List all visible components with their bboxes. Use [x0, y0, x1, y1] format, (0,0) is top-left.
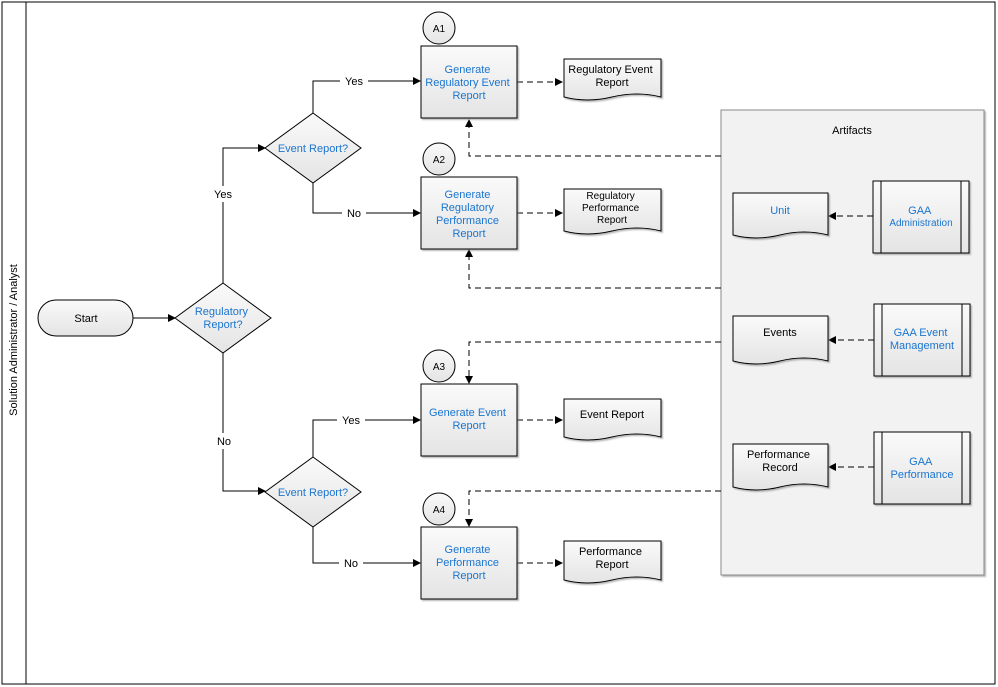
output-2-line-3: Report	[597, 215, 627, 226]
start-label: Start	[74, 313, 97, 325]
svg-text:A3: A3	[433, 362, 446, 373]
output-3-line-1: Event Report	[580, 409, 644, 421]
connector-bottom-no	[312, 527, 421, 567]
module-3-line-2: Performance	[891, 469, 954, 481]
step-a3-line-2: Report	[452, 420, 485, 432]
artifact-doc-3-line-2: Record	[762, 462, 797, 474]
module-gaa-performance[interactable]: GAA Performance	[873, 431, 971, 505]
connector-artifacts-to-a4	[465, 490, 721, 527]
svg-text:GAA Performance: GAA Performance	[891, 456, 954, 481]
step-a4-line-2: Performance	[436, 557, 499, 569]
decision-event-report-bottom[interactable]: Event Report?	[264, 456, 362, 528]
module-2-line-1: GAA Event	[894, 327, 948, 339]
step-a2-generate-regulatory-performance-report[interactable]: Generate Regulatory Performance Report	[420, 176, 518, 250]
svg-text:Regulatory Report?: Regulatory Report?	[195, 306, 251, 331]
step-a3-line-1: Generate Event	[429, 407, 506, 419]
output-performance-report[interactable]: Performance Report	[563, 540, 662, 584]
svg-text:Generate Regulatory Even: Generate Regulatory Event Report	[425, 64, 512, 102]
step-a2-line-1: Generate	[445, 189, 491, 201]
svg-text:Regulatory Performance: Regulatory Performance Report	[582, 191, 642, 226]
step-a4-generate-performance-report[interactable]: Generate Performance Report	[420, 526, 518, 600]
artifact-doc-1-line-1: Unit	[770, 205, 790, 217]
decision-regulatory-line-2: Report?	[203, 319, 242, 331]
edge-label-regulatory-yes: Yes	[214, 189, 232, 201]
connector-bottom-yes	[312, 416, 421, 457]
decision-event-bottom-label: Event Report?	[278, 487, 348, 499]
module-1-line-2: Administration	[889, 218, 952, 229]
connector-artifacts-to-a2	[465, 249, 721, 289]
swimlane-label: Solution Administrator / Analyst	[8, 264, 20, 416]
output-event-report[interactable]: Event Report	[563, 398, 662, 441]
svg-text:A1: A1	[433, 24, 446, 35]
edge-label-top-yes: Yes	[345, 76, 363, 88]
step-a1-generate-regulatory-event-report[interactable]: Generate Regulatory Event Report	[420, 45, 518, 119]
svg-text:GAA Administration: GAA Administration	[889, 205, 952, 229]
artifact-doc-3-line-1: Performance	[747, 449, 810, 461]
output-1-line-2: Report	[595, 77, 628, 89]
artifacts-title: Artifacts	[832, 125, 872, 137]
step-badge-a4: A4	[422, 492, 456, 526]
step-a4-line-3: Report	[452, 570, 485, 582]
artifact-performance-record-document[interactable]: Performance Record	[732, 443, 829, 491]
svg-text:Regulatory Event Report: Regulatory Event Report	[568, 64, 655, 89]
svg-text:A2: A2	[433, 155, 446, 166]
step-a2-line-4: Report	[452, 228, 485, 240]
output-2-line-2: Performance	[582, 203, 640, 214]
output-2-line-1: Regulatory	[586, 191, 634, 202]
artifact-events-document[interactable]: Events	[732, 315, 829, 365]
module-gaa-event-management[interactable]: GAA Event Management	[873, 303, 971, 377]
edge-label-bottom-no: No	[344, 558, 358, 570]
module-1-line-1: GAA	[908, 205, 932, 217]
step-badge-a3: A3	[422, 349, 456, 383]
svg-text:GAA Event Management: GAA Event Management	[890, 327, 954, 352]
svg-text:A4: A4	[433, 505, 446, 516]
step-badge-a1: A1	[422, 11, 456, 45]
svg-text:Generate Event Report: Generate Event Report	[429, 407, 509, 432]
svg-text:Generate Regulatory: Generate Regulatory Performance Report	[436, 189, 502, 240]
svg-text:Generate Performance: Generate Performance Report	[436, 544, 502, 582]
svg-text:Performance Record: Performance Record	[747, 449, 813, 474]
module-2-line-2: Management	[890, 340, 954, 352]
step-a1-line-2: Regulatory Event	[425, 77, 509, 89]
output-regulatory-performance-report[interactable]: Regulatory Performance Report	[563, 188, 662, 235]
edge-label-top-no: No	[347, 208, 361, 220]
decision-regulatory-line-1: Regulatory	[195, 306, 249, 318]
artifact-unit-document[interactable]: Unit	[732, 192, 829, 239]
output-1-line-1: Regulatory Event	[568, 64, 652, 76]
step-a3-generate-event-report[interactable]: Generate Event Report	[420, 383, 518, 457]
connector-top-no	[312, 183, 421, 217]
connector-artifacts-to-a1	[465, 119, 721, 157]
decision-regulatory-report[interactable]: Regulatory Report?	[174, 282, 272, 354]
artifact-doc-2-line-1: Events	[763, 327, 797, 339]
step-a1-line-3: Report	[452, 90, 485, 102]
step-badge-a2: A2	[422, 142, 456, 176]
output-4-line-2: Report	[595, 559, 628, 571]
step-a1-line-1: Generate	[445, 64, 491, 76]
connector-regulatory-yes	[222, 144, 266, 283]
module-gaa-administration[interactable]: GAA Administration	[872, 180, 970, 254]
module-3-line-1: GAA	[909, 456, 933, 468]
step-a4-line-1: Generate	[445, 544, 491, 556]
edge-label-regulatory-no: No	[217, 436, 231, 448]
connector-regulatory-no	[222, 353, 266, 495]
edge-label-bottom-yes: Yes	[342, 415, 360, 427]
step-a2-line-3: Performance	[436, 215, 499, 227]
output-regulatory-event-report[interactable]: Regulatory Event Report	[563, 58, 662, 101]
start-node[interactable]: Start	[37, 299, 134, 337]
decision-event-top-label: Event Report?	[278, 143, 348, 155]
connector-artifacts-to-a3	[465, 341, 721, 384]
step-a2-line-2: Regulatory	[441, 202, 495, 214]
connector-top-yes	[312, 77, 421, 113]
output-4-line-1: Performance	[579, 546, 642, 558]
decision-event-report-top[interactable]: Event Report?	[264, 112, 362, 184]
svg-text:Performance Report: Performance Report	[579, 546, 645, 571]
